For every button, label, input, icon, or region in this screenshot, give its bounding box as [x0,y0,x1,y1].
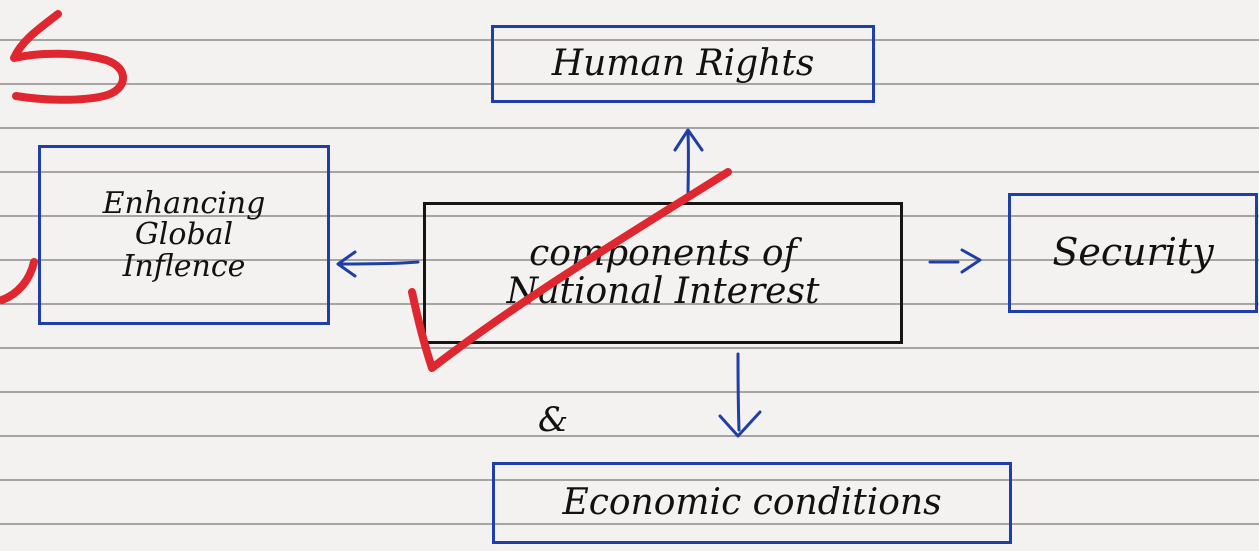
red-number-5-icon [10,10,127,104]
node-label: Human Rights [551,43,815,85]
node-enhancing-global-influence: Enhancing Global Inflence [38,145,330,325]
ampersand-mark: & [538,400,569,440]
arrow-left-to-enhancing [340,260,420,266]
node-components-of-national-interest: components of National Interest [423,202,903,344]
arrowhead-right [960,248,982,274]
arrowhead-down [718,410,762,438]
node-human-rights: Human Rights [491,25,875,103]
node-label-line: Enhancing [102,185,266,221]
node-economic-conditions: Economic conditions [492,462,1012,544]
arrowhead-left [336,250,357,278]
node-label-line: National Interest [506,271,820,312]
node-label-line: Inflence [122,248,246,284]
arrow-down-to-economic [736,352,741,432]
node-label: Security [1052,230,1214,275]
node-label-line: Global [134,217,234,253]
node-label-line: components of [529,233,797,275]
node-label: Economic conditions [562,482,942,524]
arrowhead-up [673,128,704,152]
red-margin-arc-icon [0,258,38,304]
node-security: Security [1008,193,1258,313]
